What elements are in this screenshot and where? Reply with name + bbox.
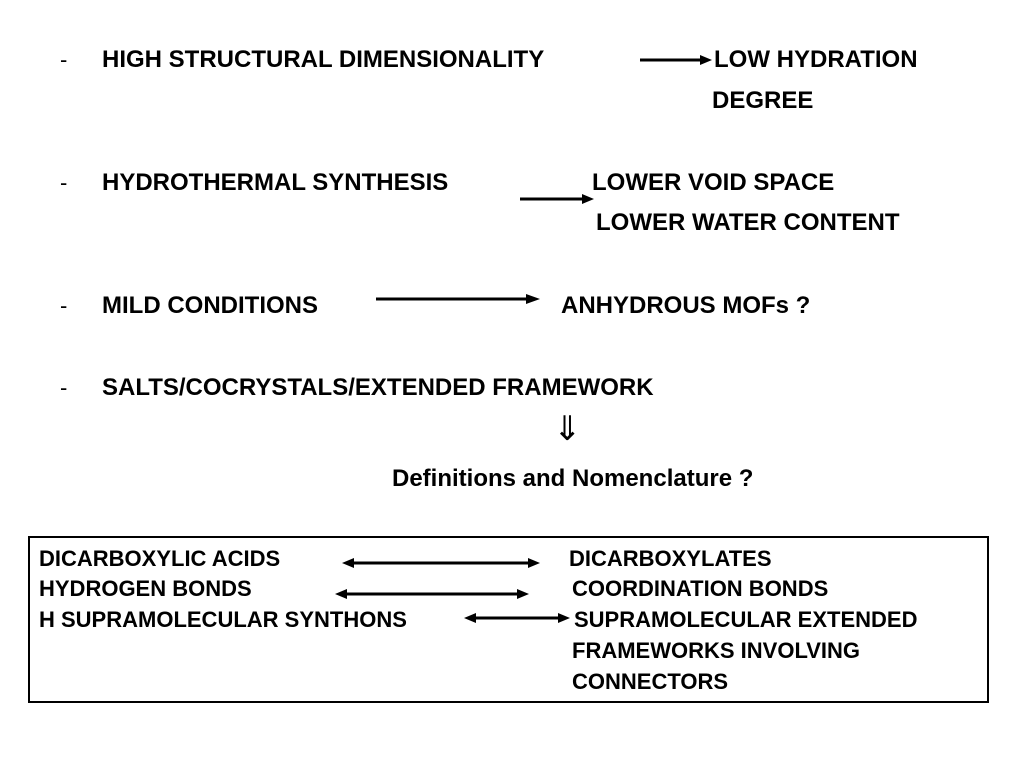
box-continuation-line-2: CONNECTORS [572,669,729,694]
bullet-1-right-text: LOW HYDRATION [714,46,918,73]
box-row-2-right: COORDINATION BONDS [572,576,829,601]
right-arrow-icon [520,194,594,204]
bullet-marker: - [60,47,68,72]
bullet-2-left-text: HYDROTHERMAL SYNTHESIS [102,169,449,196]
box-row-3-left: H SUPRAMOLECULAR SYNTHONS [39,607,407,632]
bullet-2-right-text: LOWER VOID SPACE [592,169,835,196]
box-row-1-left: DICARBOXYLIC ACIDS [39,546,281,571]
right-arrow-icon [640,55,712,65]
box-continuation-line-1: FRAMEWORKS INVOLVING [572,638,861,663]
bullet-marker: - [60,375,68,400]
bullet-1-right-text-continued: DEGREE [712,87,814,114]
double-down-arrow-icon: ⇓ [553,410,582,448]
double-arrow-icon [335,589,529,599]
bullet-marker: - [60,293,68,318]
bullet-4-text: SALTS/COCRYSTALS/EXTENDED FRAMEWORK [102,374,654,401]
box-row-1-right: DICARBOXYLATES [569,546,772,571]
bullet-3-right-text: ANHYDROUS MOFs ? [561,292,811,319]
double-arrow-icon [464,613,570,623]
double-arrow-icon [342,558,540,568]
bullet-1-left-text: HIGH STRUCTURAL DIMENSIONALITY [102,46,545,73]
bullet-marker: - [60,170,68,195]
right-arrow-icon [376,294,540,304]
bullet-3-left-text: MILD CONDITIONS [102,292,318,319]
conclusion-text: Definitions and Nomenclature ? [392,465,754,492]
box-row-3-right: SUPRAMOLECULAR EXTENDED [574,607,918,632]
bullet-2-right-text-continued: LOWER WATER CONTENT [596,209,900,236]
comparison-box [28,536,989,703]
box-row-2-left: HYDROGEN BONDS [39,576,252,601]
